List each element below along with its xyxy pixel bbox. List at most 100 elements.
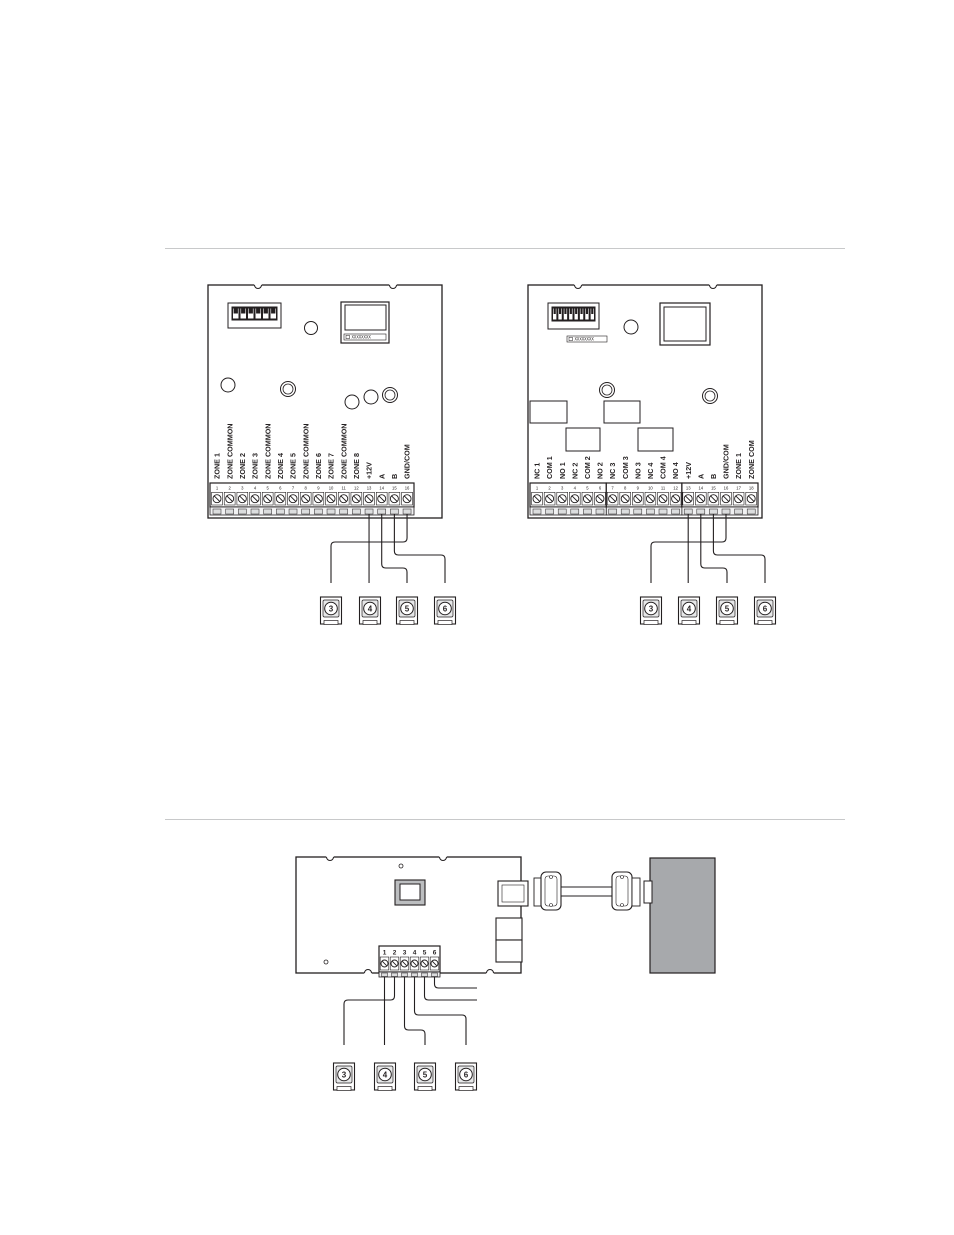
terminal-entry-strip <box>209 506 415 516</box>
potentiometer-inner <box>384 389 396 401</box>
terminal-wire-entry <box>709 508 718 515</box>
terminal-label: NC 2 <box>570 463 579 479</box>
connector-number-circle <box>324 601 338 616</box>
terminal-number: 16 <box>724 486 729 491</box>
terminal-screw-slot <box>391 495 398 502</box>
terminal-wire-entry <box>532 508 542 515</box>
mounting-hole <box>623 319 639 335</box>
terminal-screw-slot <box>710 495 717 502</box>
terminal-number: 11 <box>342 486 347 491</box>
terminal-number: 1 <box>536 486 539 491</box>
terminal-number: 8 <box>305 486 308 491</box>
terminal-label: ZONE COM <box>747 440 756 479</box>
terminal-wire-entry <box>390 508 399 515</box>
connector-number: 5 <box>725 604 730 613</box>
dip-switch-lever <box>558 308 562 314</box>
board-notch <box>326 856 334 861</box>
terminal-label: ZONE COMMON <box>301 424 310 480</box>
wire <box>700 514 728 583</box>
relay <box>603 400 641 424</box>
terminal-screw-slot <box>315 495 322 502</box>
terminal-wire-entry <box>431 972 438 977</box>
terminal-number: 15 <box>711 486 716 491</box>
terminal-number: 2 <box>393 949 397 956</box>
label-square <box>568 337 573 341</box>
terminal-label: NC 1 <box>533 463 542 479</box>
wire <box>433 977 477 989</box>
terminal-label: B <box>390 474 399 479</box>
mounting-hole <box>220 377 236 393</box>
terminal-entry-strip <box>529 506 607 516</box>
terminal-screw-slot <box>302 495 309 502</box>
connector-base <box>362 620 378 625</box>
terminal-screw-slot <box>340 495 347 502</box>
wire <box>423 977 477 1001</box>
terminal-label: NO 2 <box>596 462 605 479</box>
terminal-screw-slot <box>609 495 616 502</box>
connector-number: 5 <box>405 604 410 613</box>
wiring-connector: 4 <box>677 596 701 625</box>
dip-switch-housing <box>551 306 596 322</box>
terminal-wire-entry <box>238 508 247 515</box>
terminal-wire-entry <box>608 508 617 515</box>
cable-plug-shell <box>533 877 542 907</box>
terminal-wire-entry <box>671 508 680 515</box>
terminal-screw-slot <box>226 495 233 502</box>
connector-base <box>643 620 659 625</box>
connector-number: 5 <box>423 1070 428 1079</box>
terminal-number: 6 <box>599 486 602 491</box>
relay <box>637 427 674 452</box>
dip-switch-housing <box>231 306 278 321</box>
label-strip <box>343 333 387 341</box>
terminal-screw-slot <box>289 495 297 502</box>
terminal-label: NO 1 <box>558 462 567 479</box>
dip-switch-lever <box>585 308 589 314</box>
terminal-screw-slot <box>735 495 742 502</box>
terminal-label: ZONE 8 <box>352 453 361 479</box>
wire <box>413 977 467 1045</box>
wiring-connector: 6 <box>454 1062 478 1091</box>
label-square <box>345 335 350 339</box>
terminal-number: 7 <box>611 486 614 491</box>
terminal-label: ZONE COMMON <box>263 424 272 480</box>
wiring-connector: 6 <box>433 596 457 625</box>
chip-label: XXXXXXXX <box>352 335 372 340</box>
connector-number-circle <box>758 601 772 616</box>
cable-plug-screw <box>620 903 624 907</box>
terminal-screw-slot <box>596 495 604 502</box>
mounting-hole <box>344 394 360 410</box>
terminal-screw-slot <box>559 495 566 502</box>
terminal-number: 3 <box>241 486 244 491</box>
chip-window <box>399 883 421 901</box>
terminal-label: A <box>696 474 705 479</box>
terminal-screw-slot <box>277 495 284 502</box>
terminal-label: NO 4 <box>671 462 680 479</box>
wiring-connector: 5 <box>395 596 419 625</box>
terminal-screw-slot <box>571 495 578 502</box>
terminal-label: ZONE COMMON <box>339 424 348 480</box>
terminal-screw-slot <box>264 495 271 502</box>
wire <box>393 514 446 583</box>
terminal-label: COM 1 <box>545 456 554 479</box>
terminal-wire-entry <box>545 508 554 515</box>
terminal-label: COM 4 <box>659 456 668 479</box>
terminal-wire-entry <box>557 508 567 515</box>
connector-number-circle <box>644 601 658 616</box>
terminal-wire-entry <box>421 972 428 977</box>
connector-base <box>719 620 735 625</box>
terminal-screw-slot <box>533 495 541 502</box>
terminal-screw-slot <box>327 495 335 502</box>
terminal-screw-slot <box>546 495 553 502</box>
connector-base <box>377 1086 393 1091</box>
connector-number: 3 <box>649 604 654 613</box>
terminal-wire-entry <box>696 508 706 515</box>
terminal-wire-entry <box>583 508 592 515</box>
terminal-wire-entry <box>326 508 336 515</box>
wiring-connector: 4 <box>373 1062 397 1091</box>
terminal-number: 4 <box>574 486 577 491</box>
potentiometer-inner <box>282 383 294 395</box>
terminal-label: COM 2 <box>583 456 592 479</box>
board-notch <box>254 284 262 289</box>
